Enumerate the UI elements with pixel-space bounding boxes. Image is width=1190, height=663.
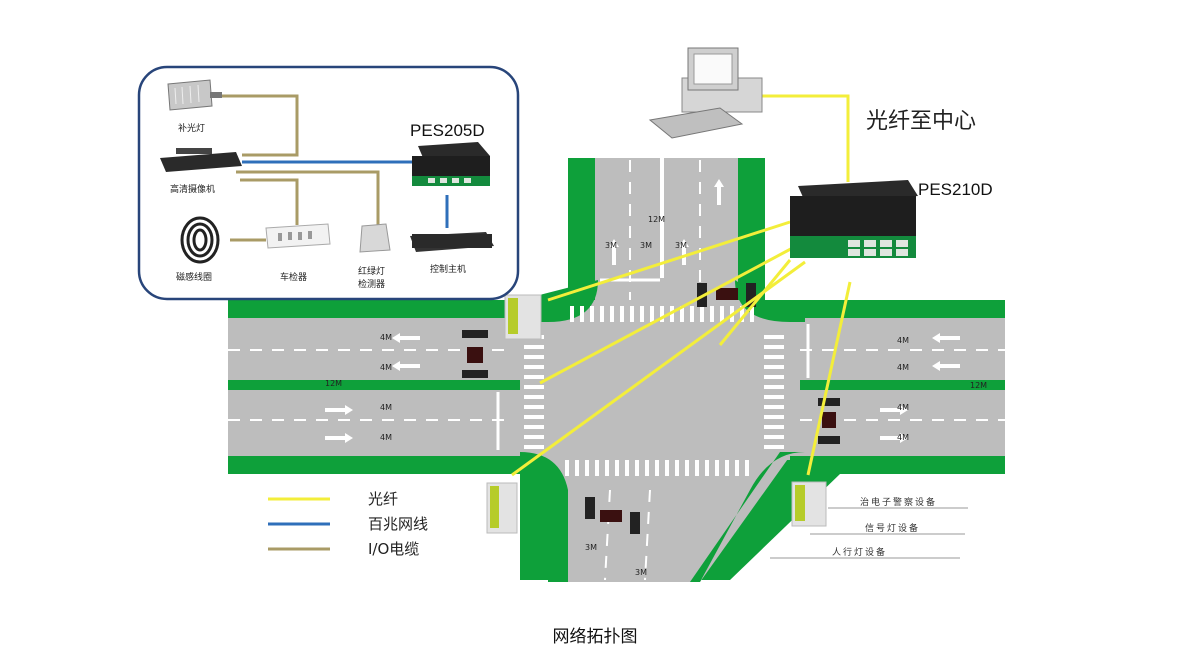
crosswalk-south (565, 460, 749, 476)
lane-label-w4: 4M (380, 433, 392, 442)
traffic-light-icon (746, 283, 756, 307)
lane-label-e1: 4M (897, 336, 909, 345)
lane-label-s1: 3M (585, 543, 597, 552)
lane-lines (228, 160, 1005, 581)
lane-label-e4: 4M (897, 433, 909, 442)
traffic-light-icon (462, 330, 488, 338)
lane-label-n2: 3M (640, 241, 652, 250)
device-label-e-police: 治电子警察设备 (860, 496, 937, 508)
cabinet-icon (504, 294, 542, 340)
pes205d-label: PES205D (410, 121, 485, 140)
cabinet-icon (486, 482, 518, 534)
lane-label-w1: 4M (380, 333, 392, 342)
label-vehicle-detector: 车检器 (280, 271, 307, 283)
lane-label-s2: 3M (635, 568, 647, 577)
traffic-light-icon (585, 497, 595, 519)
lane-label-n1: 3M (605, 241, 617, 250)
coil-icon (180, 216, 220, 264)
traffic-light-icon (818, 398, 840, 406)
road-width-label-east: 12M (970, 381, 987, 390)
lane-arrows (325, 179, 960, 443)
switch-pes210d-icon (790, 180, 918, 258)
fill-light-icon (167, 79, 222, 111)
label-controller: 控制主机 (430, 263, 466, 275)
crosswalk-east (764, 335, 784, 449)
inset-panel: 补光灯 高清摄像机 磁感线圈 车检器 红绿灯 检测器 控制主机 (137, 65, 520, 301)
lane-label-w2: 4M (380, 363, 392, 372)
legend: 光纤 百兆网线 I/O电缆 (268, 490, 428, 558)
vehicle-detector-icon (265, 223, 331, 249)
switch-pes205d-icon (412, 142, 490, 186)
countdown-display-icon (467, 347, 483, 363)
lane-label-n3: 3M (675, 241, 687, 250)
figure-caption: 网络拓扑图 (552, 627, 638, 647)
device-label-pedestrian: 人行灯设备 (832, 546, 887, 558)
controller-icon (410, 232, 494, 252)
road-width-label-north: 12M (648, 215, 665, 224)
traffic-light-icon (818, 436, 840, 444)
road-width-label-west: 12M (325, 379, 342, 388)
device-label-signal: 信号灯设备 (865, 522, 920, 534)
center-label: 光纤至中心 (866, 109, 976, 134)
cabinet-icon (791, 481, 827, 527)
traffic-light-icon (630, 512, 640, 534)
pes210d-label: PES210D (918, 180, 993, 199)
traffic-light-icon (462, 370, 488, 378)
countdown-display-icon (822, 412, 836, 428)
label-signal-detector-2: 检测器 (358, 278, 385, 290)
label-signal-detector-1: 红绿灯 (358, 265, 385, 277)
lane-label-e3: 4M (897, 403, 909, 412)
label-coil: 磁感线圈 (176, 271, 212, 283)
computer-icon (648, 47, 763, 139)
fiber-links (511, 94, 852, 477)
label-fill-light: 补光灯 (178, 122, 205, 134)
label-hd-camera: 高清摄像机 (170, 183, 215, 195)
lane-label-w3: 4M (380, 403, 392, 412)
signal-detector-icon (359, 223, 391, 253)
legend-label-fiber: 光纤 (368, 490, 398, 508)
countdown-display-icon (716, 288, 738, 300)
legend-label-network: 百兆网线 (368, 515, 428, 533)
legend-label-io: I/O电缆 (368, 540, 419, 558)
camera-icon (160, 148, 242, 172)
roadside-cabinets (486, 294, 827, 534)
lane-label-e2: 4M (897, 363, 909, 372)
countdown-display-icon (600, 510, 622, 522)
